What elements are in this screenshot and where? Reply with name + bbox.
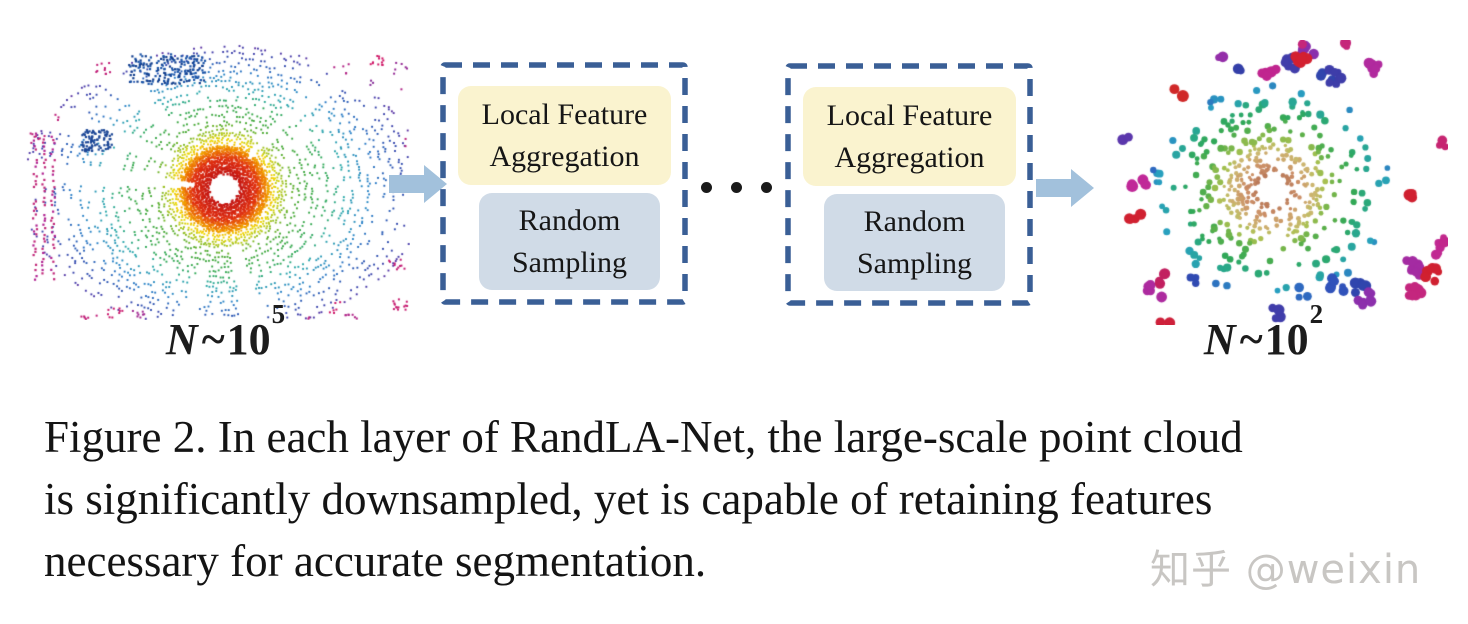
- block-label-line: Random: [518, 204, 621, 238]
- tilde-symbol: ~: [201, 315, 225, 364]
- figure-caption-line: is significantly downsampled, yet is cap…: [44, 474, 1213, 524]
- encoder-layer-1: Local Feature Aggregation Random Samplin…: [440, 62, 688, 305]
- local-feature-aggregation-block: Local Feature Aggregation: [803, 87, 1016, 186]
- ellipsis-dot: [761, 182, 772, 193]
- block-label-line: Sampling: [511, 245, 627, 279]
- dashed-border-icon: [440, 62, 688, 305]
- output-size-base: 10: [1264, 315, 1309, 364]
- random-sampling-block: Random Sampling: [479, 193, 660, 290]
- figure-caption-line: Figure 2. In each layer of RandLA-Net, t…: [44, 412, 1243, 462]
- output-size-exponent: 2: [1309, 299, 1324, 330]
- input-size-variable: N: [165, 315, 198, 364]
- block-label-line: Local Feature: [481, 98, 648, 132]
- encoder-layer-2: Local Feature Aggregation Random Samplin…: [785, 63, 1033, 306]
- flow-arrow-icon: [1036, 169, 1094, 207]
- random-sampling-block: Random Sampling: [824, 194, 1005, 291]
- block-label-line: Local Feature: [826, 99, 993, 133]
- output-size-label: N~102: [1123, 299, 1403, 365]
- input-point-cloud-image: [26, 36, 410, 320]
- ellipsis-dot: [701, 182, 712, 193]
- block-label-line: Aggregation: [489, 139, 640, 173]
- watermark-text: 知乎 @weixin: [1150, 547, 1422, 593]
- input-size-base: 10: [226, 315, 271, 364]
- flow-arrow-icon: [389, 165, 447, 203]
- block-label-line: Aggregation: [834, 140, 985, 174]
- ellipsis-dot: [731, 182, 742, 193]
- dashed-border-icon: [785, 63, 1033, 306]
- block-label-line: Random: [863, 205, 966, 239]
- output-point-cloud-image: [1098, 40, 1448, 325]
- local-feature-aggregation-block: Local Feature Aggregation: [458, 86, 671, 185]
- figure-caption: Figure 2. In each layer of RandLA-Net, t…: [44, 406, 1454, 592]
- ellipsis-icon: [701, 182, 772, 193]
- block-label-line: Sampling: [856, 246, 972, 280]
- input-size-exponent: 5: [271, 299, 286, 330]
- input-size-label: N~105: [85, 299, 365, 365]
- output-size-variable: N: [1203, 315, 1236, 364]
- tilde-symbol: ~: [1239, 315, 1263, 364]
- figure-caption-line: necessary for accurate segmentation.: [44, 536, 707, 586]
